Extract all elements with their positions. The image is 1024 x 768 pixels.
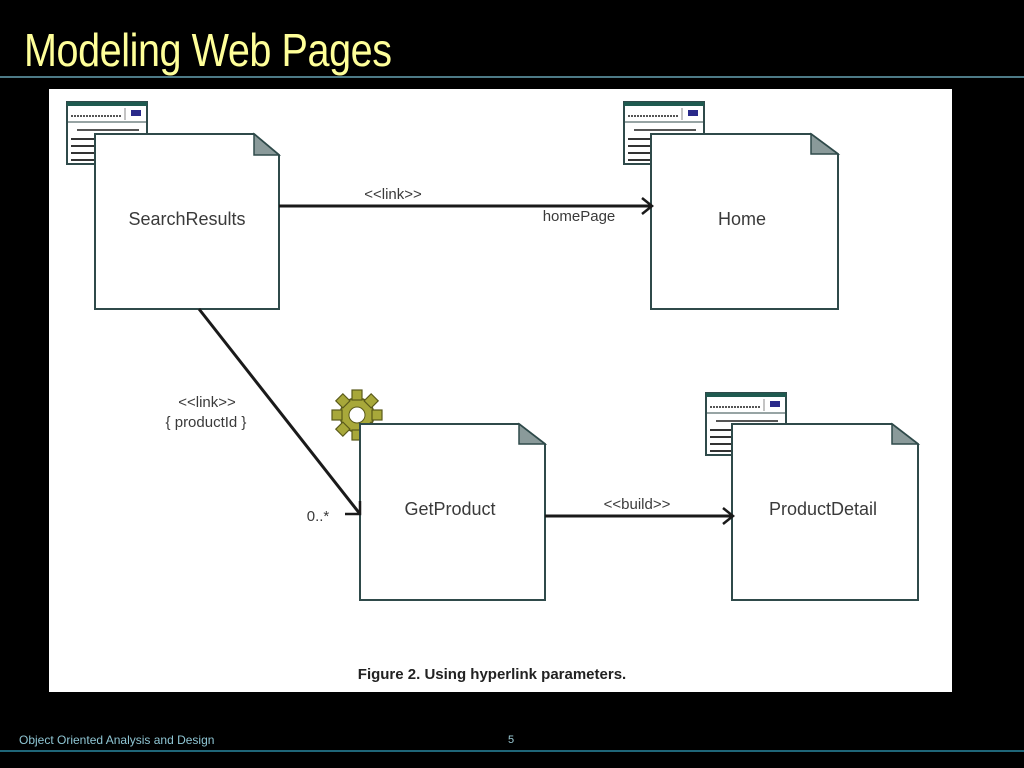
node-label: GetProduct	[404, 499, 495, 519]
title-divider	[0, 76, 1024, 78]
edge-search-to-getproduct: <<link>> { productId } 0..*	[166, 308, 362, 525]
edge-line	[197, 308, 362, 515]
page-shape	[359, 423, 546, 601]
folded-corner	[891, 422, 921, 445]
node-product-detail: ProductDetail	[705, 392, 921, 601]
node-search-results: SearchResults	[66, 101, 282, 310]
arrowhead	[722, 507, 736, 525]
page-shape	[731, 423, 919, 601]
edge-getproduct-to-detail: <<build>>	[545, 496, 736, 525]
node-label: ProductDetail	[769, 499, 877, 519]
node-label: Home	[718, 209, 766, 229]
page-number: 5	[508, 734, 515, 746]
page-shape	[94, 133, 280, 310]
edge-parameters: { productId }	[166, 414, 247, 431]
arrowhead	[345, 501, 362, 516]
page-shape	[650, 133, 839, 310]
folded-corner	[253, 132, 282, 156]
node-home: Home	[623, 101, 841, 310]
node-get-product: GetProduct	[331, 389, 548, 601]
edge-stereotype: <<build>>	[604, 496, 671, 513]
uml-figure: SearchResults Home	[49, 89, 952, 692]
folded-corner	[518, 422, 548, 445]
edge-stereotype: <<link>>	[364, 186, 422, 203]
slide-title: Modeling Web Pages	[24, 24, 392, 76]
uml-diagram-canvas: SearchResults Home	[66, 101, 921, 683]
arrowhead	[641, 197, 655, 215]
footer-divider	[0, 750, 1024, 752]
edge-stereotype: <<link>>	[178, 394, 236, 411]
edge-search-to-home: <<link>> homePage	[279, 186, 655, 225]
edge-role: homePage	[543, 208, 616, 225]
figure-caption: Figure 2. Using hyperlink parameters.	[358, 666, 626, 683]
footer-course-title: Object Oriented Analysis and Design	[19, 733, 215, 747]
edge-multiplicity: 0..*	[307, 508, 330, 525]
node-label: SearchResults	[128, 209, 245, 229]
folded-corner	[810, 132, 841, 155]
